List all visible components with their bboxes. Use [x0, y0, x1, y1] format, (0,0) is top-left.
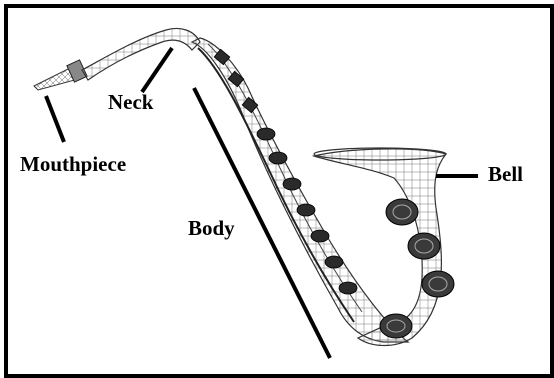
- saxophone-diagram: [8, 8, 550, 374]
- bell-part: [314, 148, 454, 346]
- neck-part: [82, 29, 200, 81]
- mouthpiece-label: Mouthpiece: [20, 154, 126, 175]
- neck-leader-line: [142, 48, 172, 92]
- body-label: Body: [188, 218, 235, 239]
- mouthpiece-part: [34, 60, 87, 90]
- diagram-frame: Mouthpiece Neck Body Bell: [4, 4, 554, 378]
- neck-label: Neck: [108, 92, 154, 113]
- mouthpiece-leader-line: [46, 96, 64, 142]
- bell-label: Bell: [488, 164, 523, 185]
